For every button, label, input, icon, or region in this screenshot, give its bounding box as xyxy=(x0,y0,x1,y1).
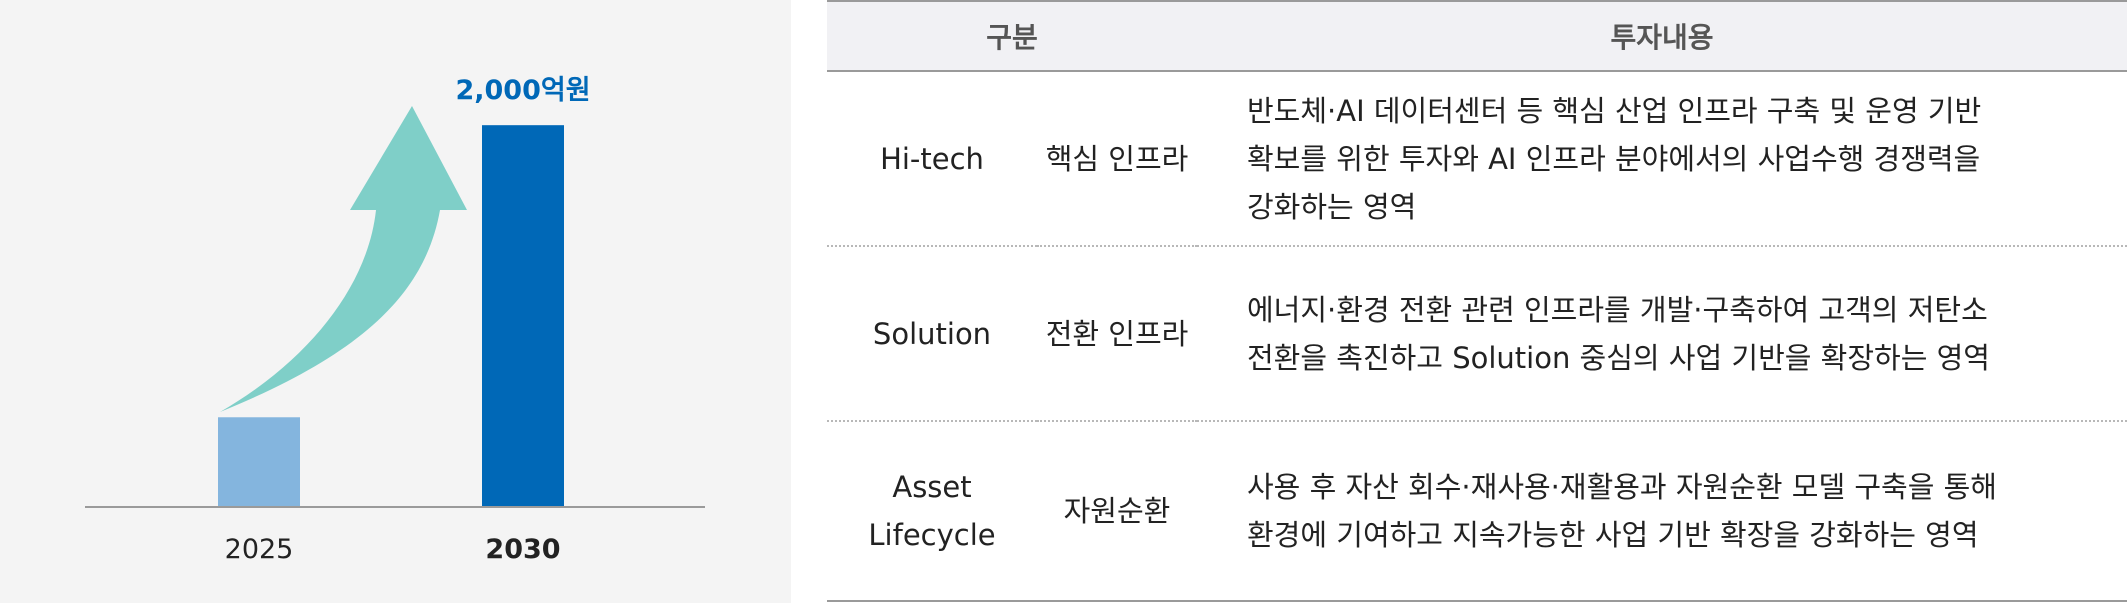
category-label: Asset xyxy=(892,470,972,504)
bar-2025 xyxy=(218,417,300,507)
table-row: Asset Lifecycle 자원순환 사용 후 자산 회수·재사용·재활용과… xyxy=(827,420,2127,602)
category-label: Lifecycle xyxy=(868,518,996,552)
header-category: 구분 xyxy=(827,0,1197,72)
description-cell: 사용 후 자산 회수·재사용·재활용과 자원순환 모델 구축을 통해 환경에 기… xyxy=(1197,420,2127,602)
trend-arrow-icon xyxy=(220,106,467,412)
description-line: 에너지·환경 전환 관련 인프라를 개발·구축하여 고객의 저탄소 xyxy=(1247,292,1988,327)
table-header-row: 구분 투자내용 xyxy=(827,0,2127,72)
description-line: 확보를 위한 투자와 AI 인프라 분야에서의 사업수행 경쟁력을 xyxy=(1247,141,1981,176)
value-annotation: 2,000억원 xyxy=(455,75,590,106)
x-tick-label: 2030 xyxy=(485,534,560,565)
description-cell: 에너지·환경 전환 관련 인프라를 개발·구축하여 고객의 저탄소 전환을 촉진… xyxy=(1197,245,2127,421)
category-cell: Solution xyxy=(827,245,1037,421)
subcategory-cell: 자원순환 xyxy=(1037,420,1197,602)
description-line: 환경에 기여하고 지속가능한 사업 기반 확장을 강화하는 영역 xyxy=(1247,518,1979,552)
description-line: 전환을 촉진하고 Solution 중심의 사업 기반을 확장하는 영역 xyxy=(1247,340,1990,375)
category-label: Solution xyxy=(872,316,992,351)
subcategory-cell: 핵심 인프라 xyxy=(1045,141,1189,176)
category-cell: Asset Lifecycle xyxy=(827,420,1037,602)
description-cell: 반도체·AI 데이터센터 등 핵심 산업 인프라 구축 및 운영 기반 확보를 … xyxy=(1197,71,2127,246)
table-row: Solution 전환 인프라 에너지·환경 전환 관련 인프라를 개발·구축하… xyxy=(827,245,2127,421)
x-tick-label: 2025 xyxy=(225,534,294,565)
subcategory-cell: 전환 인프라 xyxy=(1037,245,1197,421)
bar-chart: 2025 2030 2,000억원 xyxy=(85,75,705,565)
bar-2030 xyxy=(482,125,564,507)
header-content: 투자내용 xyxy=(1197,0,2127,72)
description-line: 강화하는 영역 xyxy=(1247,189,1417,224)
investment-table-panel: 구분 투자내용 Hi-tech 핵심 인프라 반도체·AI 데이터센터 등 핵심… xyxy=(827,0,2127,603)
category-cell: Hi-tech xyxy=(827,71,1037,246)
investment-table: 구분 투자내용 Hi-tech 핵심 인프라 반도체·AI 데이터센터 등 핵심… xyxy=(827,0,2127,602)
description-line: 사용 후 자산 회수·재사용·재활용과 자원순환 모델 구축을 통해 xyxy=(1247,470,1997,504)
description-line: 반도체·AI 데이터센터 등 핵심 산업 인프라 구축 및 운영 기반 xyxy=(1247,93,1982,128)
chart-panel: 2025 2030 2,000억원 xyxy=(0,0,791,603)
category-label: Hi-tech xyxy=(880,141,984,176)
table-row: Hi-tech 핵심 인프라 반도체·AI 데이터센터 등 핵심 산업 인프라 … xyxy=(827,71,2127,246)
